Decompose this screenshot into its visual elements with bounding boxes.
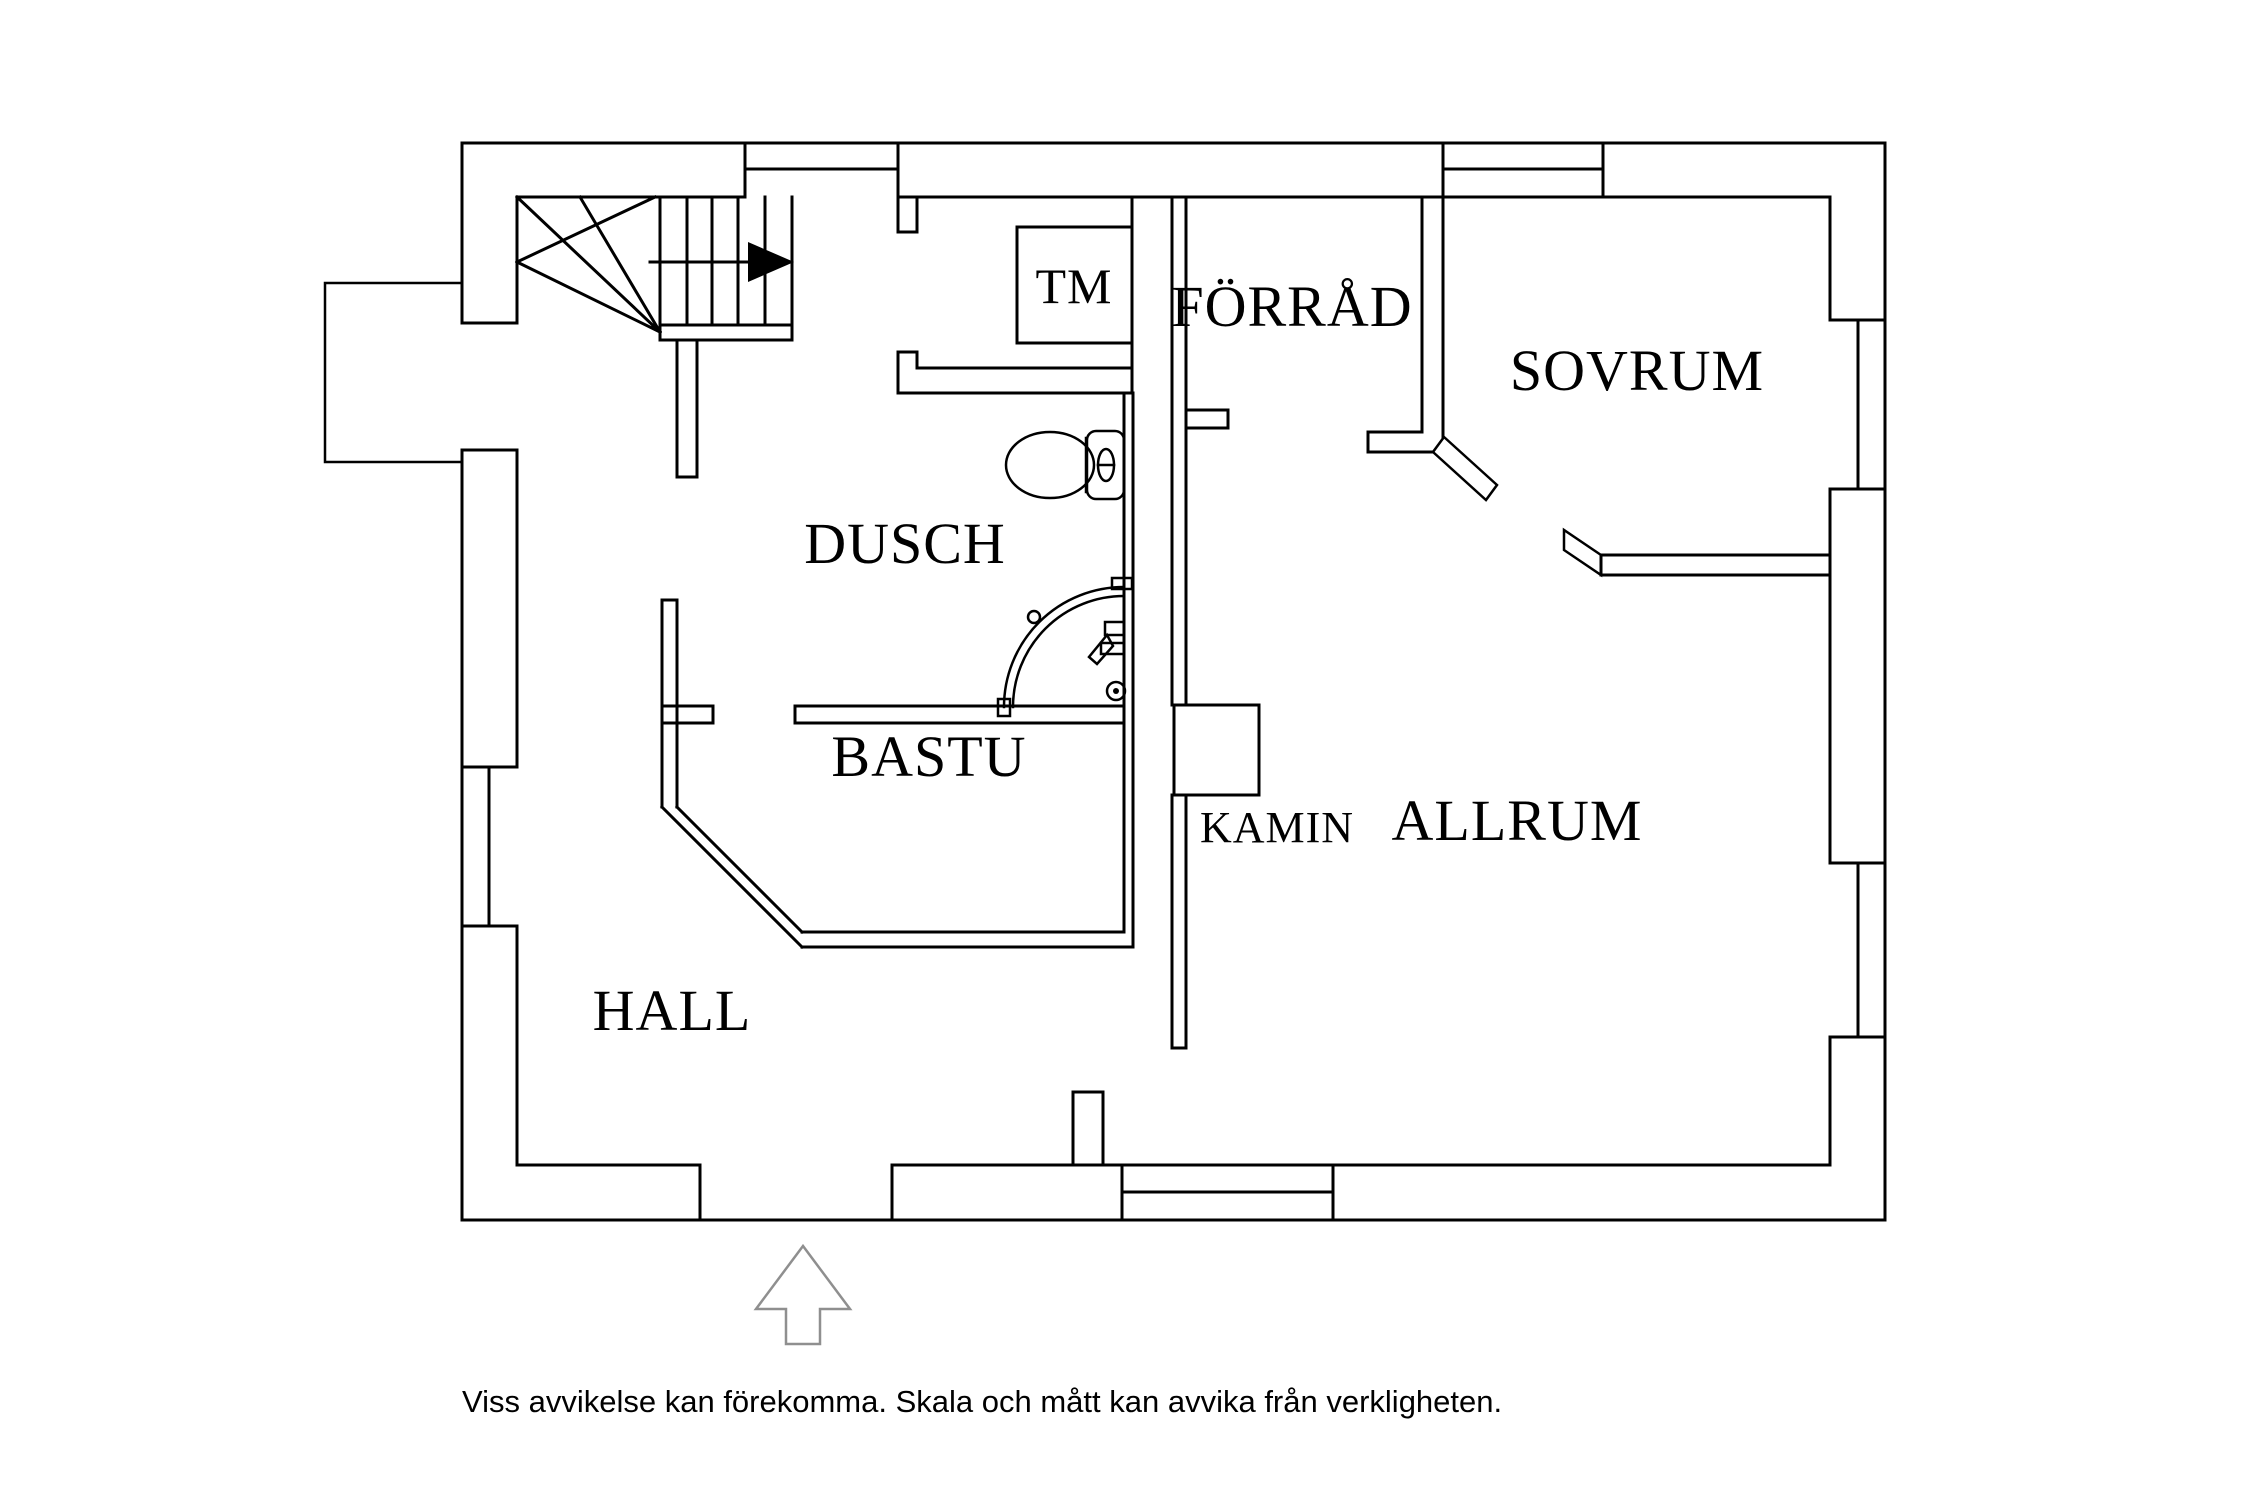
stair-direction-arrow-icon bbox=[648, 242, 794, 282]
shower-mixer-icon bbox=[1087, 620, 1127, 702]
entrance-arrow-icon bbox=[753, 1243, 853, 1346]
room-label-sovrum: SOVRUM bbox=[1510, 338, 1764, 403]
room-label-dusch: DUSCH bbox=[804, 511, 1006, 576]
room-label-allrum: ALLRUM bbox=[1392, 788, 1643, 853]
disclaimer-text: Viss avvikelse kan förekomma. Skala och … bbox=[462, 1384, 1502, 1419]
room-label-bastu: BASTU bbox=[831, 724, 1026, 789]
allrum-door-leaf bbox=[1562, 527, 1603, 578]
interior-wall-lines bbox=[659, 195, 1832, 1167]
staircase-icon bbox=[514, 194, 794, 342]
doors bbox=[1431, 435, 1603, 578]
window-lines bbox=[460, 141, 1860, 1222]
toilet-icon bbox=[1004, 429, 1126, 501]
fireplace-box bbox=[1172, 703, 1261, 797]
room-label-hall: HALL bbox=[593, 978, 752, 1043]
entry-bay-outline bbox=[323, 281, 464, 464]
room-label-tm: TM bbox=[1036, 258, 1113, 314]
washing-machine-box bbox=[1015, 225, 1134, 345]
room-label-kamin: KAMIN bbox=[1200, 803, 1354, 852]
shower-cabin-icon bbox=[996, 576, 1134, 718]
room-label-forrad: FÖRRÅD bbox=[1171, 274, 1412, 339]
windows bbox=[460, 141, 1860, 1222]
interior-walls bbox=[659, 195, 1832, 1167]
sovrum-door-leaf bbox=[1431, 435, 1499, 502]
